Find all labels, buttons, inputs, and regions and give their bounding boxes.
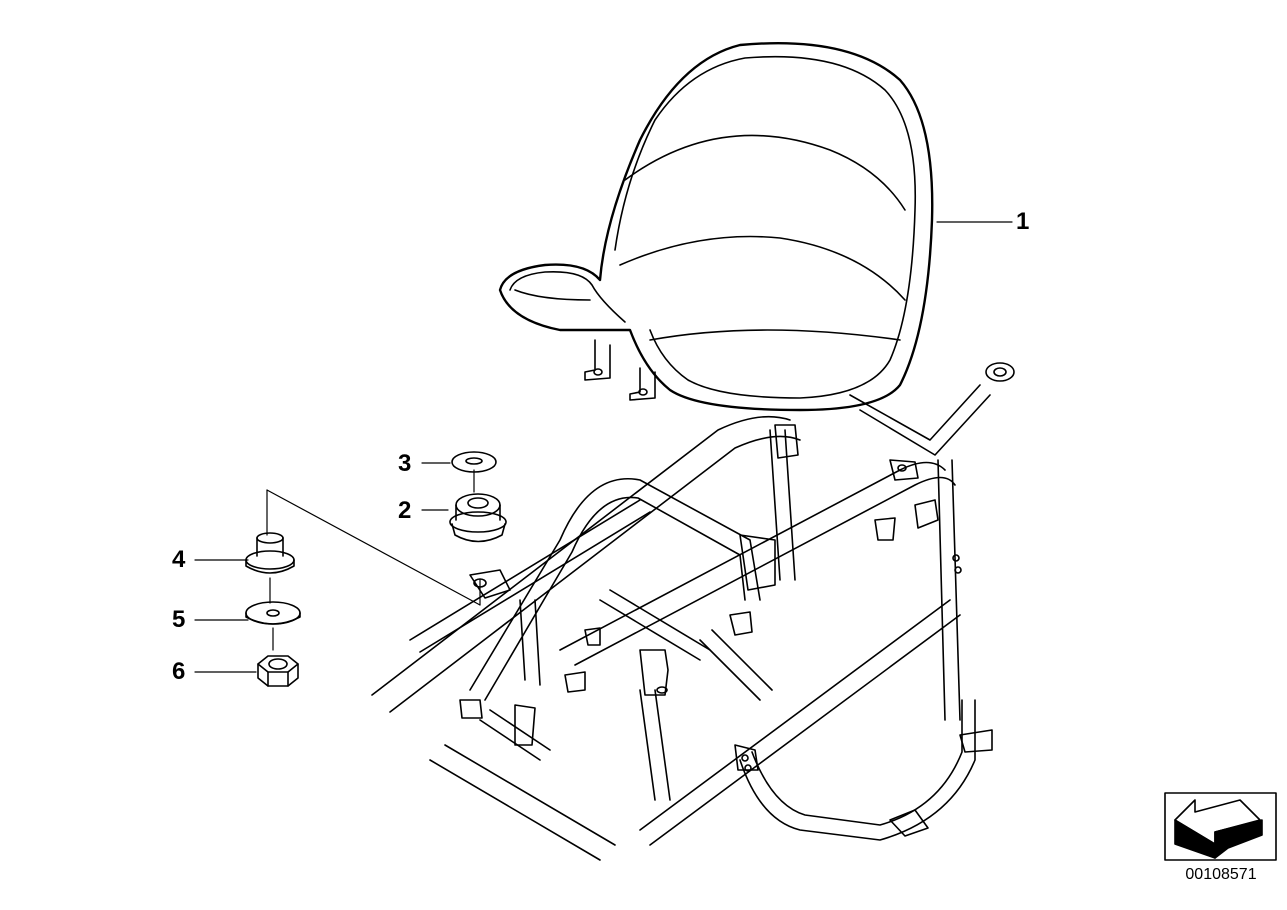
spacer-sleeve-part-4 bbox=[245, 532, 295, 574]
flat-washer-part-5 bbox=[245, 601, 301, 625]
leader-lines bbox=[194, 221, 1013, 673]
callout-3: 3 bbox=[398, 450, 412, 477]
diagram-number: 00108571 bbox=[1185, 866, 1257, 883]
arrow-pointer-icon bbox=[1164, 792, 1277, 861]
callout-6: 6 bbox=[172, 658, 186, 685]
hex-nut-part-6 bbox=[257, 655, 299, 687]
backrest-seat bbox=[498, 42, 934, 412]
callout-4: 4 bbox=[172, 546, 186, 573]
callout-1: 1 bbox=[1016, 208, 1030, 235]
callout-5: 5 bbox=[172, 606, 186, 633]
washer-part-3 bbox=[451, 451, 497, 473]
rear-subframe bbox=[371, 362, 1015, 861]
callout-2: 2 bbox=[398, 497, 412, 524]
grommet-part-2 bbox=[449, 493, 507, 543]
